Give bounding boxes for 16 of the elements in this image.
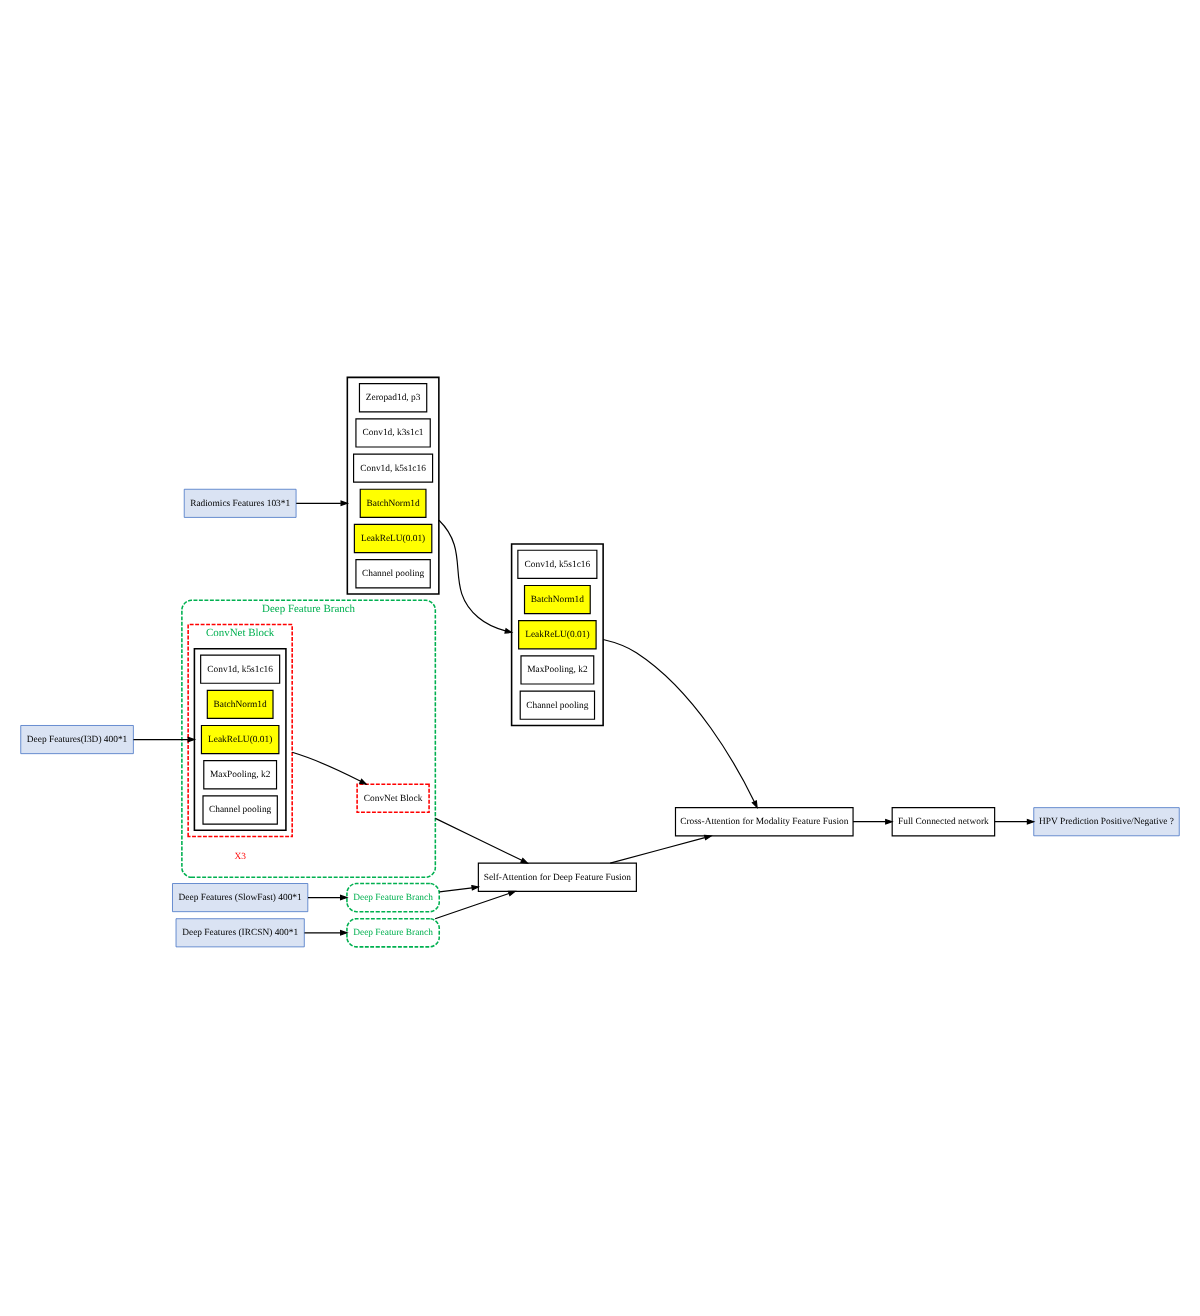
arrow [303, 928, 349, 935]
arrow [434, 889, 517, 919]
arrow [602, 637, 758, 809]
cluster [346, 375, 440, 594]
arrow [994, 817, 1036, 824]
arrow [307, 893, 349, 900]
cluster [510, 542, 604, 726]
arrow [132, 735, 197, 742]
arrow [609, 833, 713, 863]
cluster [193, 647, 287, 831]
arrow [291, 750, 368, 784]
arrow [852, 817, 894, 824]
arrow [438, 518, 514, 633]
arrow [434, 816, 530, 863]
arrow [438, 883, 481, 892]
arrow [295, 499, 350, 506]
